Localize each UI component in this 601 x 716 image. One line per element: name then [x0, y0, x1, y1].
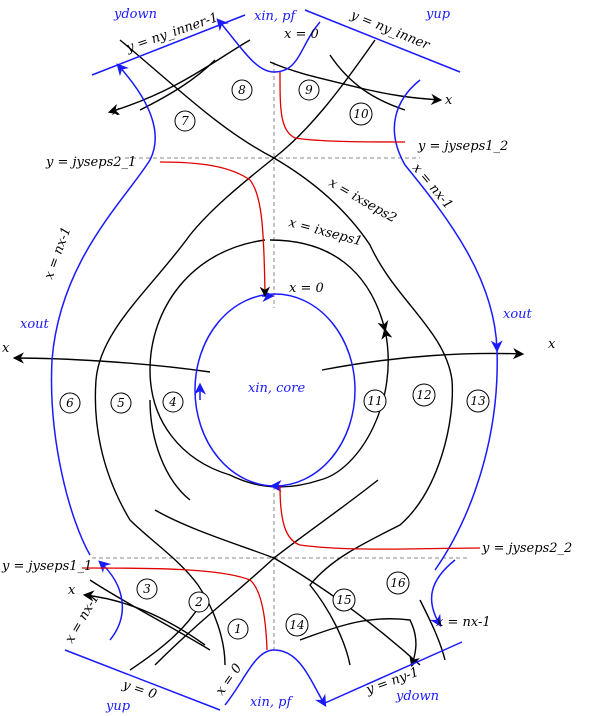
svg-text:12: 12	[416, 388, 431, 402]
label-x-ixseps2: x = ixseps2	[326, 175, 399, 226]
region-13: 13	[466, 389, 490, 413]
ydown-bottom-boundary	[324, 641, 463, 704]
label-x-nx1-left: x = nx-1	[42, 225, 75, 281]
upper-left-radial-1	[139, 59, 216, 111]
svg-text:2: 2	[194, 595, 203, 609]
label-xin-pf-bottom: xin, pf	[250, 695, 293, 710]
pf-lower-boundary	[224, 649, 327, 708]
region-12: 12	[412, 383, 436, 407]
right-radial-arrow	[321, 348, 525, 371]
svg-text:10: 10	[353, 107, 369, 121]
region-14: 14	[285, 613, 309, 637]
svg-text:4: 4	[168, 395, 177, 409]
branch-cut-jyseps1-1	[81, 567, 268, 651]
xout-right-upper	[393, 79, 503, 353]
region-10: 10	[349, 102, 373, 126]
region-1: 1	[227, 618, 249, 640]
xout-left-lower	[50, 359, 91, 556]
svg-text:9: 9	[305, 83, 313, 97]
region-11: 11	[363, 389, 387, 413]
label-x-right-top: x	[445, 93, 453, 108]
label-y-jyseps1-2: y = jyseps1_2	[417, 139, 508, 154]
label-yup-bottom: yup	[105, 699, 131, 714]
xout-left-upper	[51, 63, 156, 361]
region-8: 8	[231, 79, 253, 101]
svg-text:8: 8	[238, 83, 246, 97]
branch-cut-lines	[81, 71, 481, 651]
svg-text:11: 11	[367, 394, 382, 408]
grid-lines	[12, 39, 525, 671]
svg-text:13: 13	[470, 394, 486, 408]
svg-text:15: 15	[336, 593, 351, 607]
yup-bottom-boundary	[64, 649, 221, 711]
lower-left-radial-2	[82, 590, 206, 646]
label-ydown-bottom: ydown	[395, 689, 439, 704]
region-4: 4	[162, 391, 184, 413]
region-3: 3	[136, 578, 158, 600]
label-xin-core: xin, core	[248, 381, 305, 396]
region-9: 9	[298, 79, 320, 101]
label-x-left-top: x	[112, 104, 120, 119]
region-15: 15	[332, 588, 356, 612]
region-7: 7	[174, 110, 196, 132]
upper-left-radial-2	[107, 39, 251, 115]
region-5: 5	[110, 392, 132, 414]
svg-text:6: 6	[66, 396, 74, 410]
boundary-lines	[50, 9, 503, 711]
label-x-nx1-left-low: x = nx-1	[62, 591, 102, 646]
svg-text:16: 16	[390, 576, 406, 590]
label-y-jyseps1-1: y = jyseps1_1	[1, 559, 92, 574]
label-x-0-top: x = 0	[284, 27, 319, 42]
lower-left-blue-arrow	[98, 560, 124, 641]
label-x-nx1-right-top: x = nx-1	[409, 161, 456, 212]
lower-right-blue-arrow	[429, 559, 456, 628]
label-y-jyseps2-1: y = jyseps2_1	[45, 155, 136, 170]
lower-left-radial-3	[129, 604, 201, 671]
branch-cut-jyseps2-1	[159, 161, 271, 298]
pf-upper-boundary	[216, 18, 321, 73]
region-markers: 1 2 3 4 5 6 7 8 9 10 11 12 13 14 15 16	[59, 79, 490, 640]
label-x-right-mid: x	[548, 337, 556, 352]
svg-text:5: 5	[117, 396, 125, 410]
region-6: 6	[59, 392, 81, 414]
lower-right-radial-1	[299, 618, 420, 668]
label-y-jyseps2-2: y = jyseps2_2	[481, 541, 572, 556]
label-x-nx1-right-low: x = nx-1	[436, 615, 491, 630]
outer-separatrix-line	[119, 39, 454, 666]
label-yup-top: yup	[425, 7, 451, 22]
ring-ixseps1-main	[149, 239, 393, 488]
svg-text:7: 7	[181, 114, 189, 128]
svg-text:1: 1	[234, 622, 242, 636]
label-x-0-bottom: x = 0	[213, 661, 245, 698]
left-radial-arrow	[12, 352, 211, 373]
label-x-left-low: x	[68, 583, 76, 598]
upper-separatrix-line	[94, 39, 376, 666]
label-xin-pf-top: xin, pf	[254, 9, 297, 24]
label-xout-right: xout	[503, 307, 533, 322]
xout-right-lower	[434, 349, 498, 571]
lower-left-radial-1	[89, 579, 211, 651]
region-16: 16	[386, 571, 410, 595]
ring-ixseps1-right-top	[269, 239, 389, 333]
label-x-0-core: x = 0	[289, 281, 324, 296]
label-ydown-top: ydown	[113, 7, 157, 22]
branch-cut-jyseps1-2	[279, 71, 406, 143]
svg-text:3: 3	[143, 582, 151, 596]
label-x-ixseps1: x = ixseps1	[287, 215, 364, 249]
branch-cut-jyseps2-2	[279, 485, 481, 550]
svg-text:14: 14	[289, 618, 304, 632]
lower-right-radial-2	[419, 599, 446, 661]
label-y-ny-inner: y = ny_inner	[348, 7, 433, 53]
region-2: 2	[188, 591, 210, 613]
ring-left-arrow	[149, 399, 191, 501]
lower-separatrix-left	[154, 479, 379, 666]
label-x-left-mid: x	[2, 341, 10, 356]
upper-right-radial-2	[329, 54, 406, 111]
label-xout-left: xout	[20, 317, 50, 332]
yup-top-boundary	[304, 9, 461, 73]
